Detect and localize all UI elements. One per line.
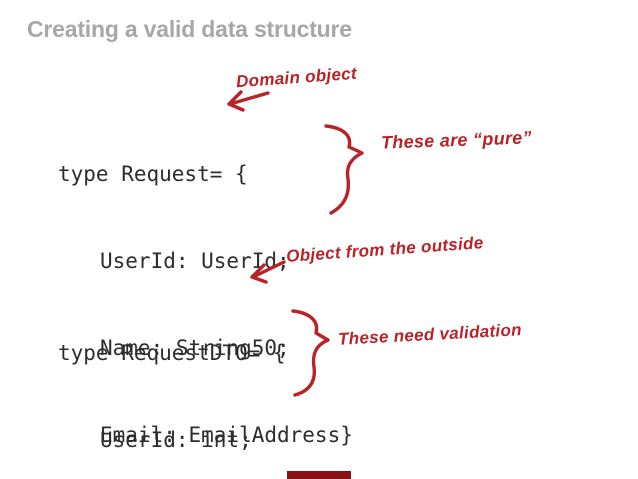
code-line-request-name: Name: String50; [100, 336, 290, 360]
code-line-requestdto-userid: UserId: int; [100, 428, 252, 452]
slide-title: Creating a valid data structure [27, 16, 352, 42]
annotation-these-need-validation: These need validation [337, 320, 523, 349]
footer-bar [287, 471, 351, 479]
code-line-requestdto-header: type RequestDTO= { [58, 341, 286, 365]
annotation-domain-object: Domain object [235, 63, 358, 92]
code-line-request-email: Email: EmailAddress} [100, 423, 353, 447]
code-line-request-header: type Request= { [58, 162, 248, 186]
annotation-these-are-pure: These are “pure” [380, 127, 533, 153]
code-block-requestdto: type RequestDTO= { UserId: int; Name: st… [58, 281, 286, 479]
